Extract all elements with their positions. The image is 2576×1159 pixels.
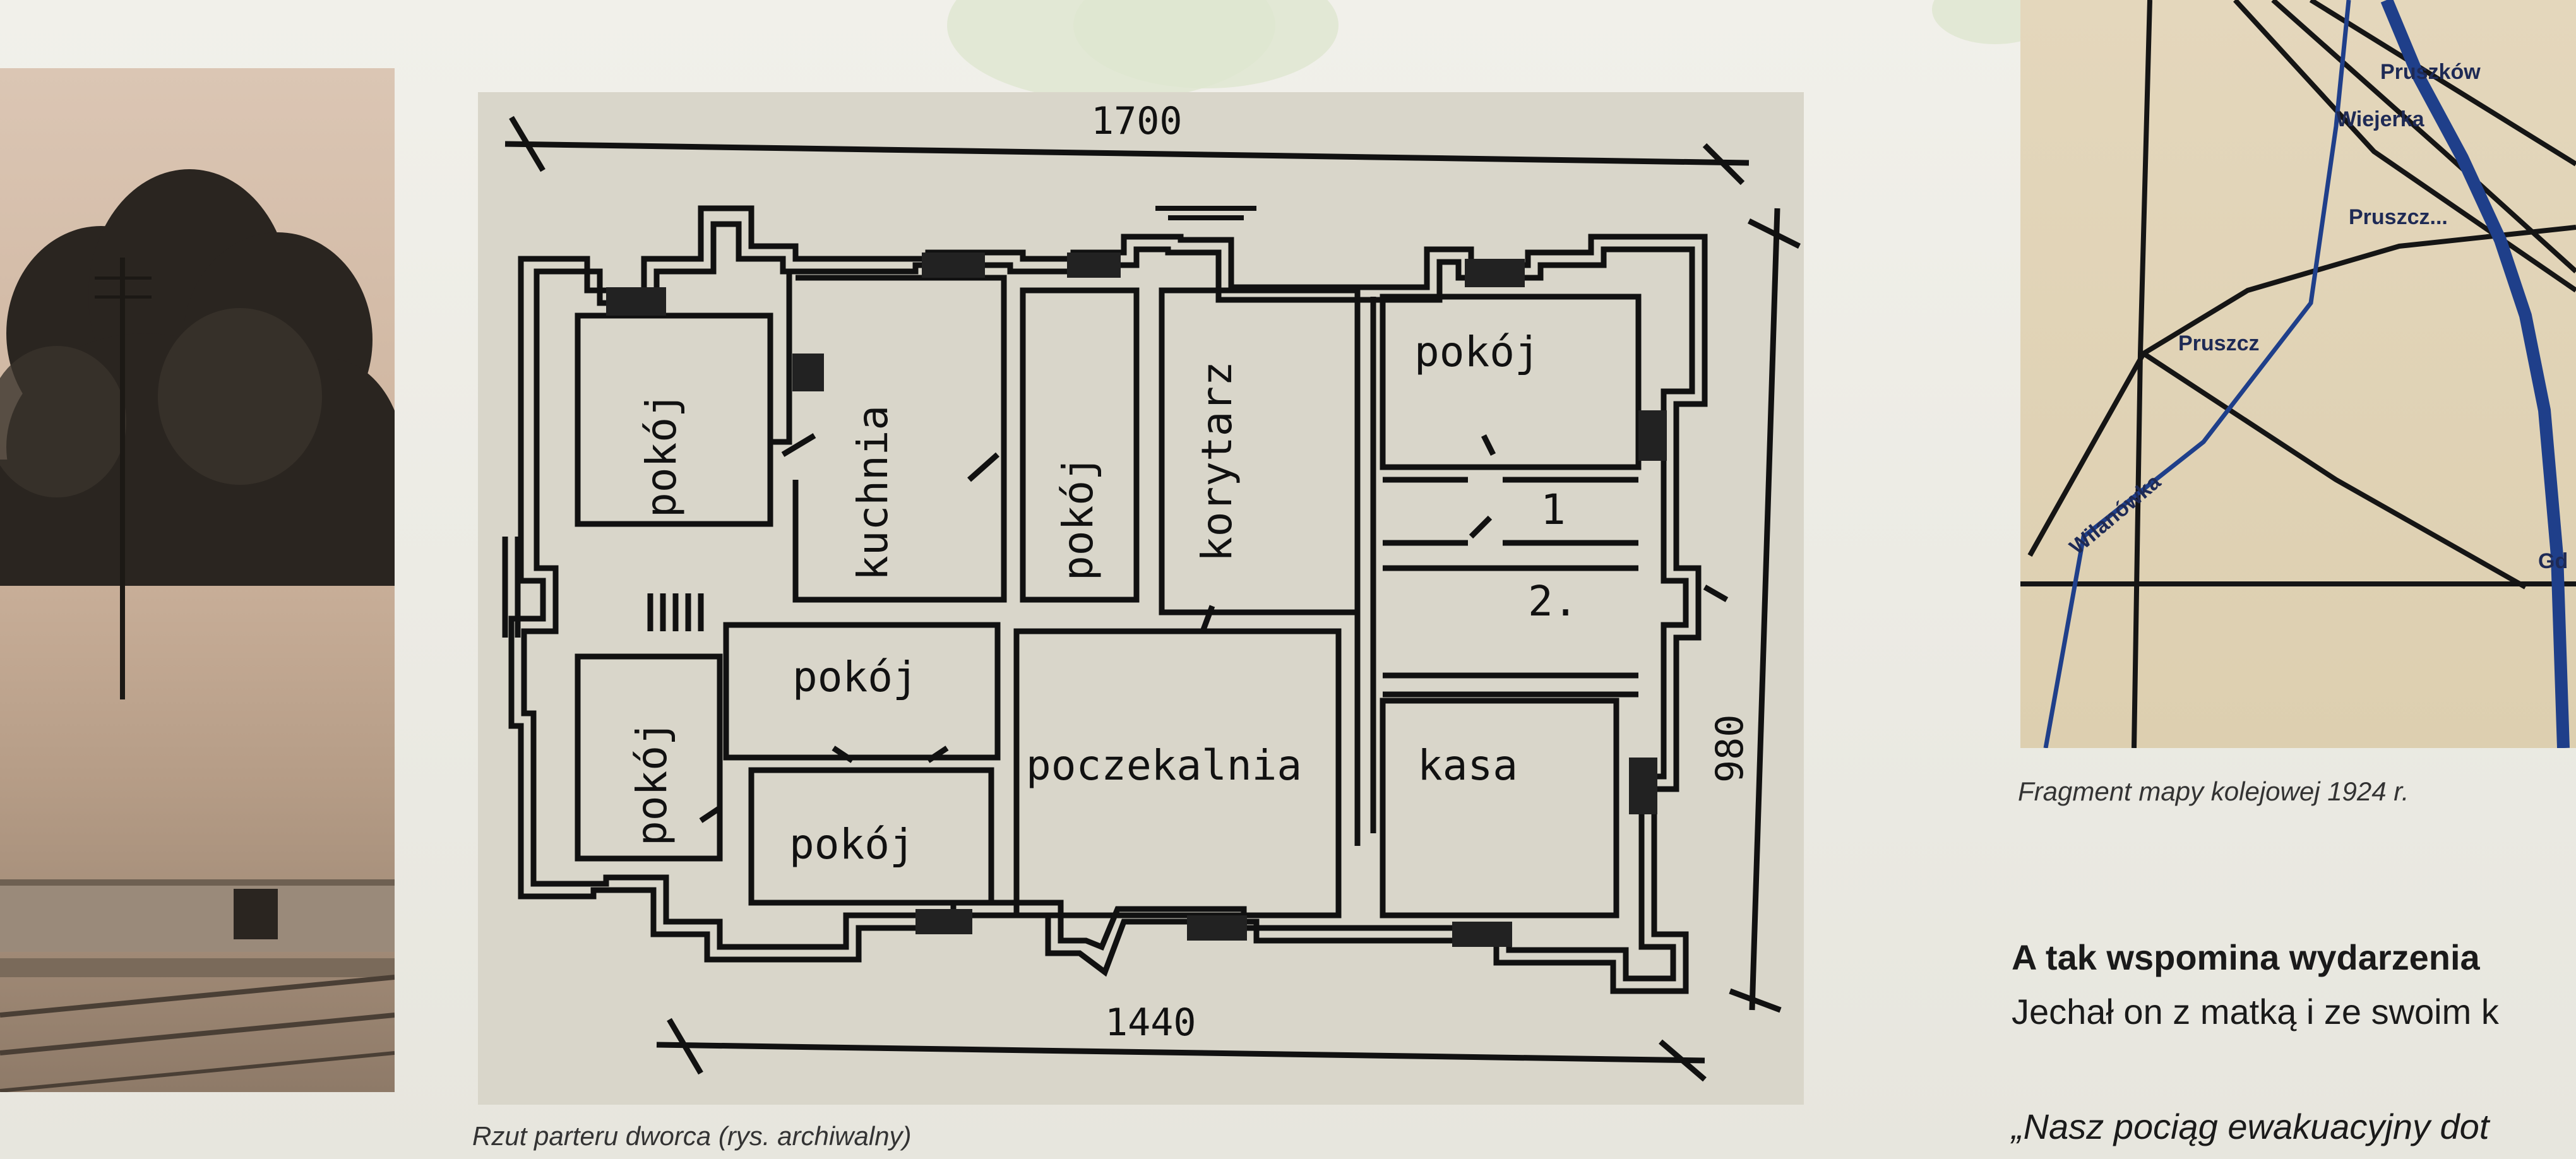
room-label-1: 1: [1541, 485, 1566, 534]
room-label-pokoj-2: pokój: [1054, 455, 1102, 581]
map-label-gd: Gd: [2538, 549, 2568, 573]
map-caption: Fragment mapy kolejowej 1924 r.: [2018, 776, 2409, 806]
floor-plan-panel: 1700 1440 980 pokój kuchnia pokój koryta…: [478, 92, 1804, 1105]
room-label-poczekalnia: poczekalnia: [1026, 741, 1302, 790]
floor-plan-drawing: 1700 1440 980 pokój kuchnia pokój koryta…: [502, 99, 1801, 1082]
room-label-pokoj-1: pokój: [637, 392, 686, 518]
railway-map: Pruszków Wiejerka Pruszcz Pruszcz... Wil…: [2020, 0, 2576, 748]
article-quote: „Nasz pociąg ewakuacyjny dot: [2012, 1107, 2490, 1146]
map-label-wilanowka: Wilanówka: [2065, 470, 2166, 560]
room-label-kasa: kasa: [1417, 741, 1518, 790]
room-label-korytarz: korytarz: [1193, 361, 1241, 562]
map-label-wiejerka: Wiejerka: [2336, 107, 2425, 131]
article-heading: A tak wspomina wydarzenia: [2012, 937, 2480, 977]
room-label-pokoj-4: pokój: [792, 653, 918, 701]
dimension-top: 1700: [1091, 99, 1183, 143]
article-text-line: Jechał on z matką i ze swoim k: [2012, 992, 2499, 1031]
room-label-pokoj-3: pokój: [1414, 328, 1540, 376]
room-label-pokoj-5: pokój: [789, 820, 915, 869]
room-label-2: 2.: [1528, 577, 1578, 626]
room-label-pokoj-6: pokój: [628, 720, 676, 846]
map-label-pruszcz-2: Pruszcz...: [2349, 205, 2448, 229]
floor-plan-caption: Rzut parteru dworca (rys. archiwalny): [472, 1121, 912, 1151]
dimension-right: 980: [1708, 715, 1752, 783]
map-label-pruszcz: Pruszcz: [2178, 331, 2260, 355]
dimension-bottom: 1440: [1105, 1001, 1196, 1045]
historic-station-photo: [0, 68, 395, 1092]
room-label-kuchnia: kuchnia: [849, 405, 897, 581]
map-label-pruszkow: Pruszków: [2380, 60, 2481, 84]
